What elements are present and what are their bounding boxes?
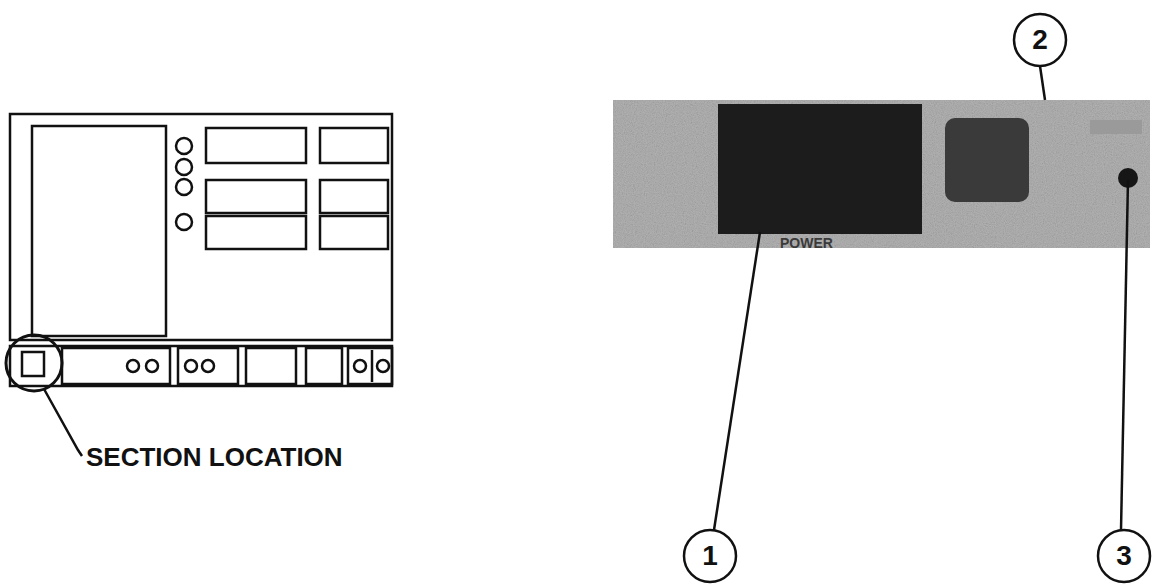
callout-leaders <box>684 14 1150 582</box>
callout-number: 1 <box>702 542 718 570</box>
control-label: POWER <box>780 236 833 250</box>
section-label: SECTION LOCATION <box>86 444 343 470</box>
panel-outline <box>6 114 392 391</box>
callout-number: 3 <box>1116 542 1132 570</box>
callout-number: 2 <box>1032 26 1048 54</box>
photo-detail <box>613 100 1150 248</box>
leader-line <box>44 389 82 456</box>
